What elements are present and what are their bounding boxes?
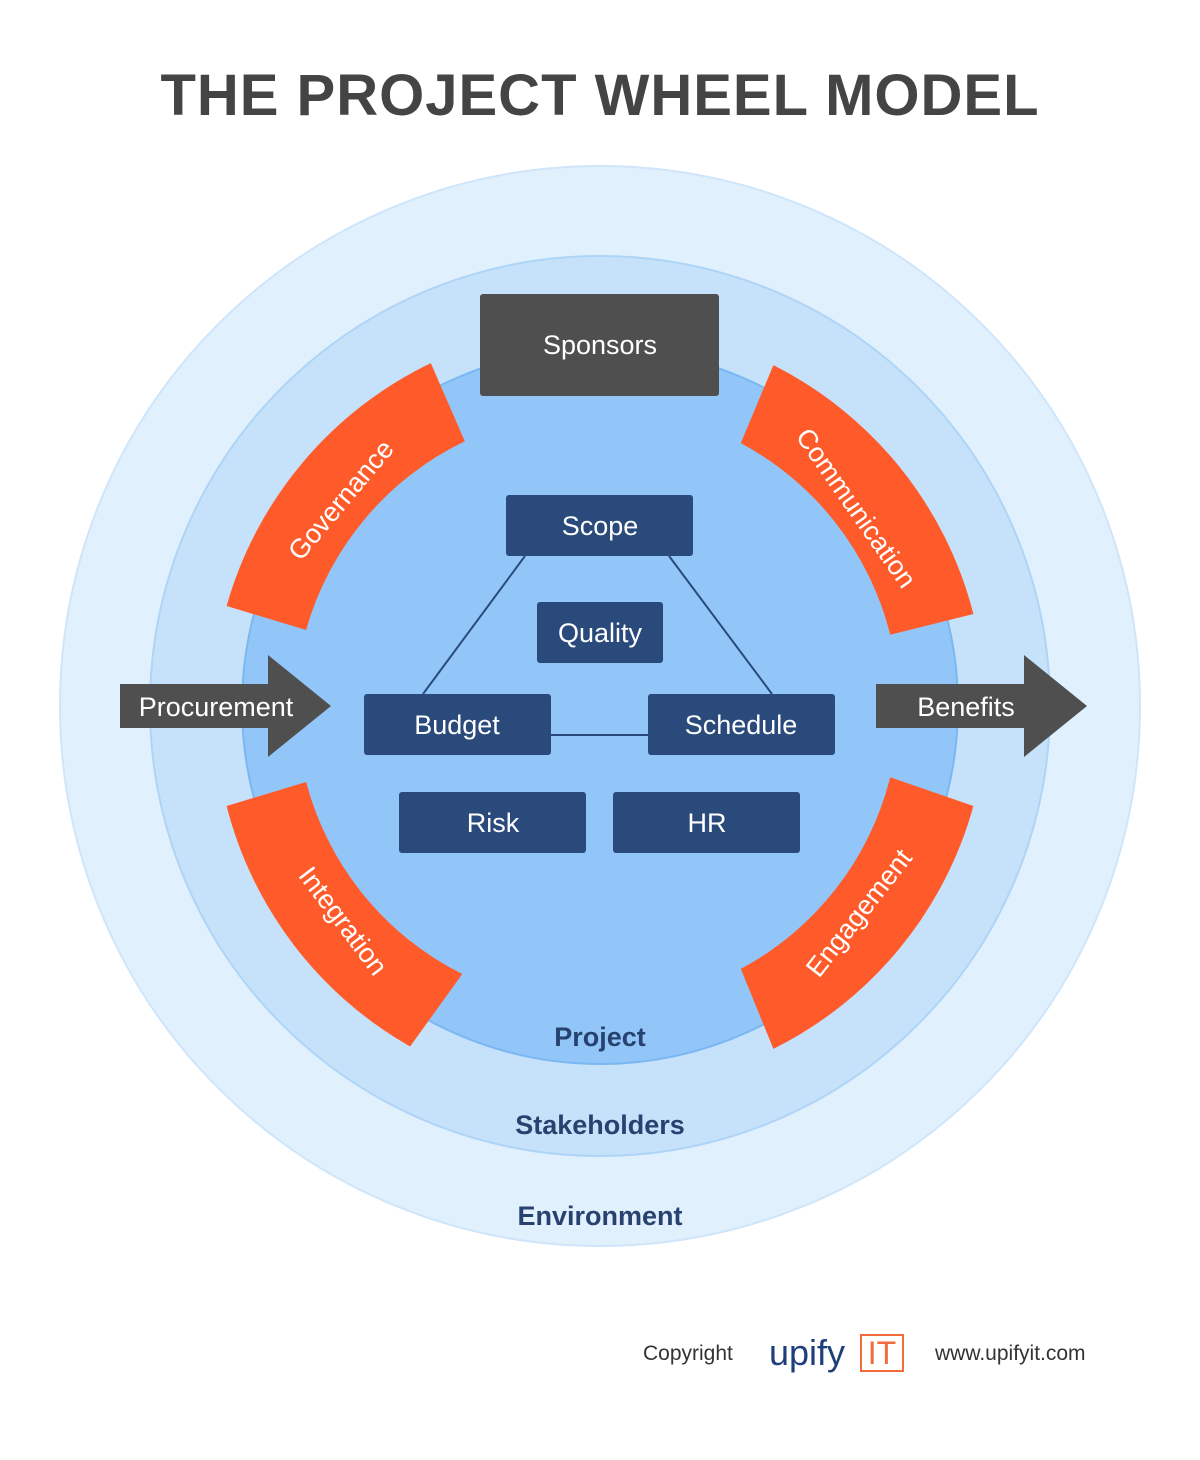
budget-label: Budget — [414, 710, 500, 740]
quality-box — [537, 602, 663, 663]
scope-schedule-connector — [668, 555, 773, 695]
procurement-label: Procurement — [139, 692, 294, 722]
sponsors-label: Sponsors — [543, 330, 657, 360]
hr-label: HR — [688, 808, 727, 838]
scope-label: Scope — [562, 511, 639, 541]
brand-logo-box: IT — [860, 1334, 904, 1372]
sponsors-box — [480, 294, 719, 396]
scope-box — [506, 495, 693, 556]
engagement-arc — [740, 777, 974, 1049]
website-url: www.upifyit.com — [935, 1342, 1086, 1365]
risk-label: Risk — [467, 808, 520, 838]
schedule-box — [648, 694, 835, 755]
integration-arc — [226, 782, 463, 1047]
quality-label: Quality — [558, 618, 643, 648]
risk-box — [399, 792, 586, 853]
benefits-arrow — [876, 655, 1087, 757]
project-label: Project — [554, 1022, 646, 1052]
governance-arc — [226, 363, 465, 630]
page-title: THE PROJECT WHEEL MODEL — [160, 63, 1040, 128]
budget-box — [364, 694, 551, 755]
environment-label: Environment — [517, 1201, 682, 1231]
scope-budget-connector — [422, 555, 526, 695]
schedule-label: Schedule — [685, 710, 798, 740]
procurement-arrow — [120, 655, 331, 757]
hr-box — [613, 792, 800, 853]
brand-logo-text: upify — [769, 1332, 846, 1373]
communication-arc — [740, 365, 974, 635]
copyright-text: Copyright — [643, 1342, 733, 1365]
benefits-label: Benefits — [917, 692, 1015, 722]
stakeholders-label: Stakeholders — [515, 1110, 685, 1140]
